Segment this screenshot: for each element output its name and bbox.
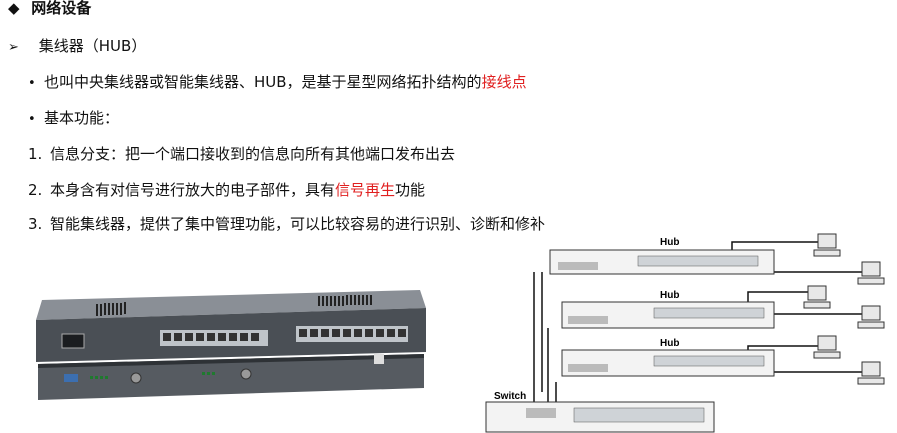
numbered-item: 3. 智能集线器，提供了集中管理功能，可以比较容易的进行识别、诊断和修补 [28, 214, 545, 234]
numbered-item: 2. 本身含有对信号进行放大的电子部件，具有信号再生功能 [28, 180, 425, 200]
hub-label: Hub [660, 290, 679, 301]
bullet-item: • 基本功能： [28, 108, 119, 130]
subheading: ➢ 集线器（HUB） [8, 36, 146, 58]
item-text: 本身含有对信号进行放大的电子部件，具有 [50, 181, 336, 199]
hub-label: Hub [660, 338, 679, 349]
item-number: 2. [28, 181, 43, 199]
bullet-text: 也叫中央集线器或智能集线器、HUB，是基于星型网络拓扑结构的 [44, 73, 482, 91]
hub-network-diagram: Hub Hub Hub Switch [485, 233, 885, 433]
heading-text: 网络设备 [31, 0, 92, 17]
item-text: 信息分支：把一个端口接收到的信息向所有其他端口发布出去 [50, 145, 456, 163]
hub-label: Hub [660, 237, 679, 248]
section-heading: ◆ 网络设备 [8, 0, 91, 18]
watermark: 知乎 @learner [790, 406, 873, 420]
dot-bullet-icon: • [28, 76, 36, 91]
bullet-item: • 也叫中央集线器或智能集线器、HUB，是基于星型网络拓扑结构的接线点 [28, 72, 527, 94]
switch-label: Switch [494, 391, 526, 402]
arrow-bullet-icon: ➢ [8, 40, 19, 55]
item-number: 3. [28, 215, 43, 233]
diamond-bullet-icon: ◆ [8, 0, 20, 17]
item-text-tail: 功能 [395, 181, 426, 199]
item-highlight: 信号再生 [335, 181, 396, 199]
item-text: 智能集线器，提供了集中管理功能，可以比较容易的进行识别、诊断和修补 [50, 215, 546, 233]
bullet-text: 基本功能： [44, 109, 120, 127]
bullet-highlight: 接线点 [481, 73, 527, 91]
item-number: 1. [28, 145, 43, 163]
numbered-item: 1. 信息分支：把一个端口接收到的信息向所有其他端口发布出去 [28, 144, 455, 164]
subheading-text: 集线器（HUB） [38, 37, 147, 55]
dot-bullet-icon: • [28, 112, 36, 127]
hub-device-photo [36, 290, 426, 400]
